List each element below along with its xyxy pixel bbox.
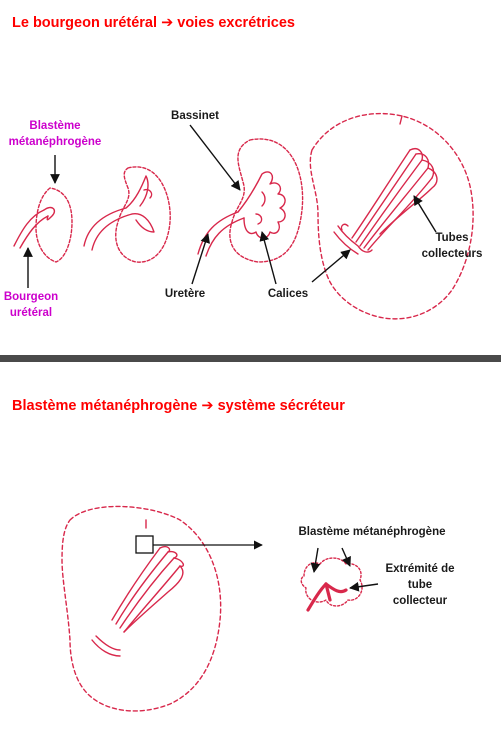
label-blasteme-zoom-text: Blastème métanéphrogène [298, 526, 446, 538]
arrow-tubes [413, 195, 437, 233]
label-tubes-line1: Tubes [435, 232, 469, 244]
stage4-drawing [309, 112, 474, 320]
arrow-bassinet [189, 124, 241, 191]
arrow-calices [259, 231, 277, 285]
label-uretere-text: Uretère [164, 288, 206, 300]
label-tubes-line2: collecteurs [421, 248, 483, 260]
label-extremite: Extrémité de tube collecteur [372, 561, 468, 609]
right-arrow-icon: ➔ [201, 398, 214, 414]
section1-title-target: voies excrétrices [177, 15, 295, 31]
section2-title-text: Blastème métanéphrogène [12, 398, 198, 414]
arrow-blasteme-zoom-2 [341, 547, 351, 567]
section2-title: Blastème métanéphrogène ➔ système sécrét… [12, 398, 345, 414]
label-bassinet-text: Bassinet [171, 110, 219, 122]
label-tubes: Tubes collecteurs [412, 230, 492, 262]
section2-title-target: système sécréteur [217, 398, 345, 414]
section-divider [0, 355, 501, 362]
label-calices-text: Calices [267, 288, 309, 300]
label-bourgeon-line2: urétéral [9, 307, 53, 319]
right-arrow-icon: ➔ [161, 15, 174, 31]
label-extremite-line3: collecteur [392, 595, 448, 607]
arrow-extremite [349, 581, 379, 592]
zoom-drawing [300, 557, 363, 612]
section1-title: Le bourgeon urétéral ➔ voies excrétrices [12, 15, 295, 31]
arrow-calices-2 [311, 249, 351, 283]
label-blasteme-zoom: Blastème métanéphrogène [282, 524, 462, 540]
label-bourgeon: Bourgeon urétéral [0, 289, 62, 321]
label-bourgeon-line1: Bourgeon [3, 291, 59, 303]
stage1-drawing [13, 187, 73, 263]
label-uretere: Uretère [150, 286, 220, 302]
zoom-box [135, 535, 154, 554]
label-extremite-line1: Extrémité de [385, 563, 455, 575]
section1-title-text: Le bourgeon urétéral [12, 15, 158, 31]
stage3-drawing [197, 138, 304, 263]
label-bassinet: Bassinet [160, 108, 230, 124]
label-blasteme-line1: Blastème [29, 120, 81, 132]
label-calices: Calices [256, 286, 320, 302]
arrow-uretere [191, 233, 210, 285]
label-blasteme-line2: métanéphrogène [8, 136, 102, 148]
arrow-blasteme-zoom-1 [310, 547, 321, 573]
label-blasteme: Blastème métanéphrogène [0, 118, 110, 150]
stage2-drawing [83, 166, 171, 263]
label-extremite-line2: tube [407, 579, 433, 591]
section2-kidney-drawing [61, 505, 222, 712]
